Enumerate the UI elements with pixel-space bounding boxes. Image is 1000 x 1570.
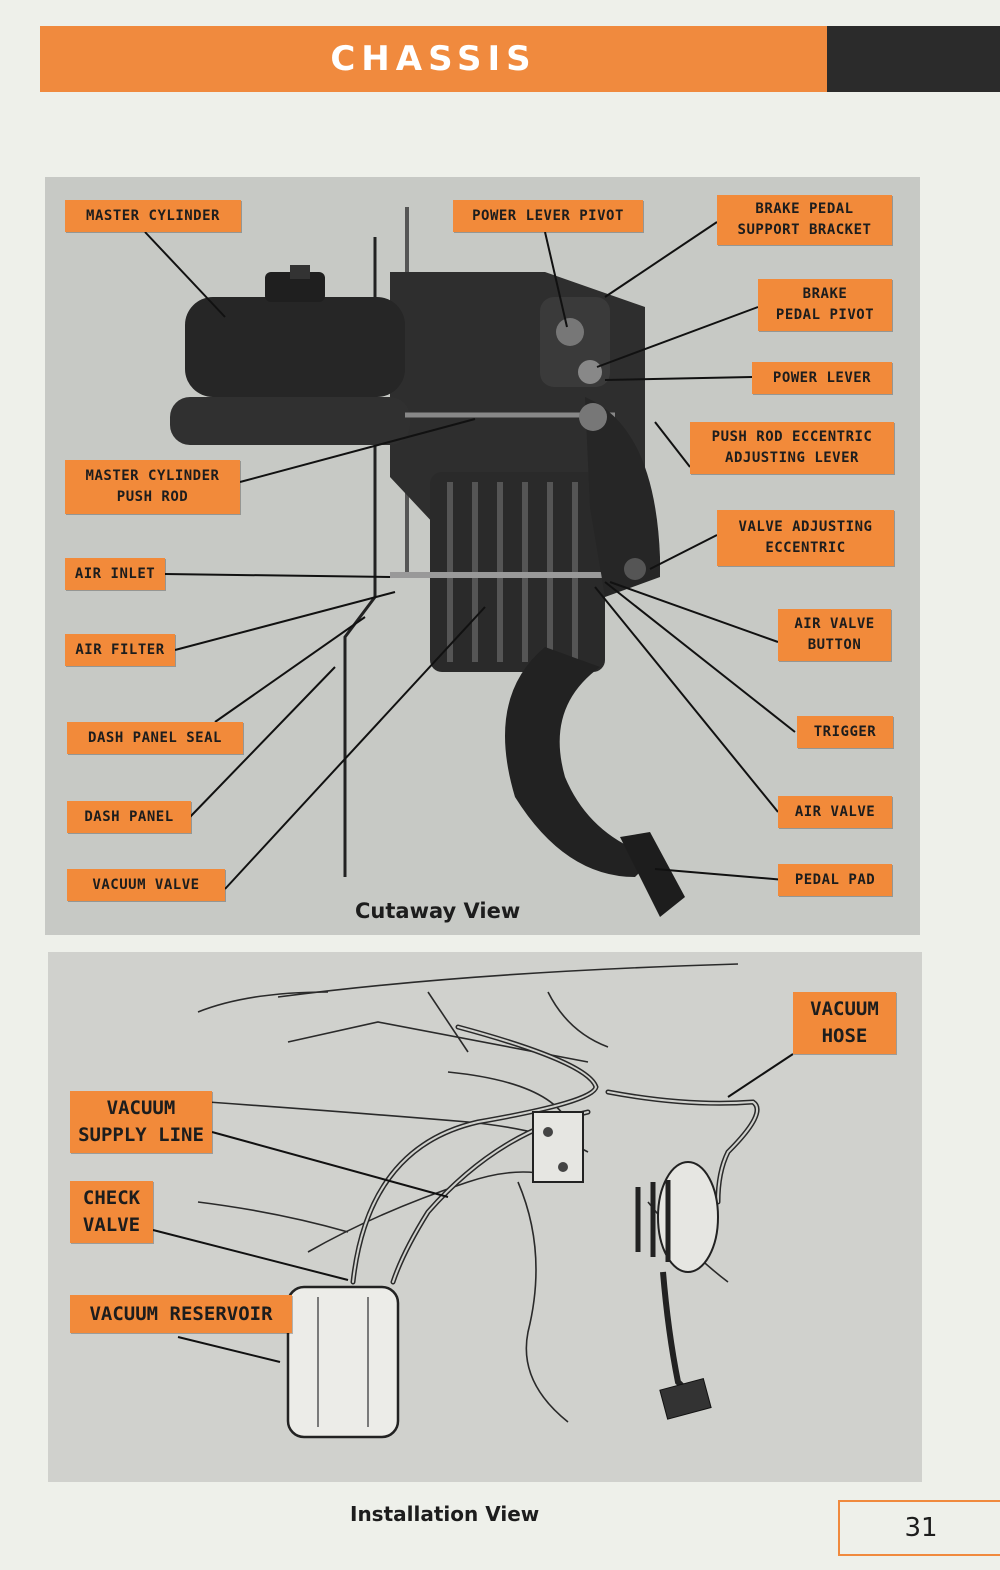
- label-vacuum-hose: VACUUM HOSE: [793, 992, 896, 1054]
- label-power-lever: POWER LEVER: [752, 362, 892, 394]
- label-pedal-pad: PEDAL PAD: [778, 864, 892, 896]
- master-cylinder-lower: [170, 397, 410, 445]
- label-trigger: TRIGGER: [797, 716, 893, 748]
- section-title: CHASSIS: [330, 39, 537, 79]
- label-power-lever-pivot: POWER LEVER PIVOT: [453, 200, 643, 232]
- label-vacuum-valve: VACUUM VALVE: [67, 869, 225, 901]
- label-air-valve-button: AIR VALVE BUTTON: [778, 609, 891, 661]
- cutaway-illustration: [144, 207, 796, 917]
- page-number: 31: [904, 1513, 938, 1543]
- installation-view-panel: VACUUM HOSE VACUUM SUPPLY LINE CHECK VAL…: [48, 952, 922, 1482]
- label-vacuum-supply-line: VACUUM SUPPLY LINE: [70, 1091, 212, 1153]
- label-air-inlet: AIR INLET: [65, 558, 165, 590]
- label-air-valve: AIR VALVE: [778, 796, 892, 828]
- section-header-band: CHASSIS: [40, 26, 827, 92]
- label-brake-pedal-support-bracket: BRAKE PEDAL SUPPORT BRACKET: [717, 195, 892, 245]
- label-dash-panel: DASH PANEL: [67, 801, 191, 833]
- header-dark-block: [827, 26, 1000, 92]
- pedal-pad-shape: [620, 832, 685, 917]
- label-dash-panel-seal: DASH PANEL SEAL: [67, 722, 243, 754]
- label-master-cylinder: MASTER CYLINDER: [65, 200, 241, 232]
- cutaway-caption: Cutaway View: [355, 899, 521, 923]
- label-check-valve: CHECK VALVE: [70, 1181, 153, 1243]
- label-air-filter: AIR FILTER: [65, 634, 175, 666]
- page-number-box: 31: [838, 1500, 1000, 1556]
- label-vacuum-reservoir: VACUUM RESERVOIR: [70, 1295, 292, 1333]
- installation-illustration: [152, 963, 794, 1439]
- installation-caption: Installation View: [350, 1502, 540, 1526]
- pedal-arm: [505, 647, 655, 877]
- label-valve-adjusting-eccentric: VALVE ADJUSTING ECCENTRIC: [717, 510, 894, 566]
- master-cylinder-body: [185, 297, 405, 397]
- vacuum-reservoir-tank: [286, 1285, 400, 1439]
- label-master-cylinder-push-rod: MASTER CYLINDER PUSH ROD: [65, 460, 240, 514]
- label-push-rod-eccentric-adjusting-lever: PUSH ROD ECCENTRIC ADJUSTING LEVER: [690, 422, 894, 474]
- cutaway-view-panel: MASTER CYLINDER POWER LEVER PIVOT BRAKE …: [45, 177, 920, 935]
- label-brake-pedal-pivot: BRAKE PEDAL PIVOT: [758, 279, 892, 331]
